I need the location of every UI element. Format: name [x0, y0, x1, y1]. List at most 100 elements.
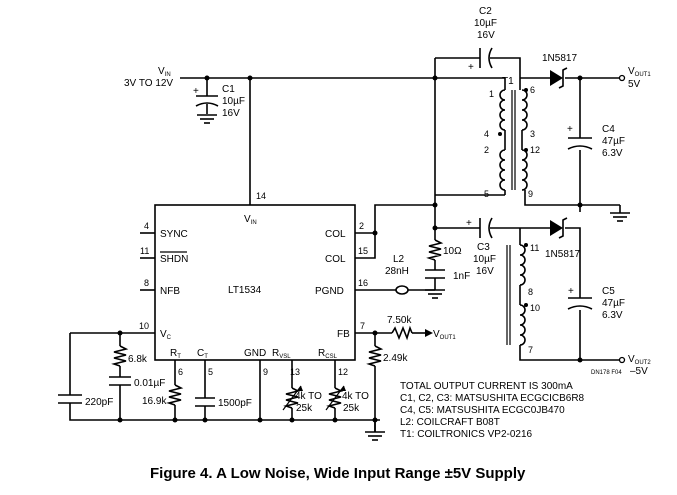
diode-upper: 1N5817 [542, 53, 577, 89]
svg-text:CT: CT [197, 348, 208, 360]
svg-text:5: 5 [208, 367, 213, 377]
figure-caption: Figure 4. A Low Noise, Wide Input Range … [150, 465, 526, 482]
resistor-snubber: 10Ω [426, 239, 462, 261]
resistor-rcsl: 4k TO 25k [325, 385, 369, 414]
svg-text:47µF: 47µF [602, 298, 625, 309]
svg-text:1500pF: 1500pF [218, 398, 252, 409]
capacitor-c1: + C1 10µF 16V [193, 84, 245, 119]
svg-text:7: 7 [360, 321, 365, 331]
svg-text:SYNC: SYNC [160, 229, 188, 240]
vout1-terminal [618, 74, 626, 82]
svg-text:COL: COL [325, 229, 346, 240]
svg-text:11: 11 [530, 243, 539, 253]
svg-text:SHDN: SHDN [160, 254, 188, 265]
junctions [117, 75, 583, 423]
svg-text:16V: 16V [476, 266, 494, 277]
vout2-label: VOUT2 [628, 354, 651, 366]
svg-text:4k TO: 4k TO [295, 391, 322, 402]
svg-text:T1: T1 [502, 76, 514, 87]
svg-text:10µF: 10µF [473, 254, 496, 265]
svg-text:C1: C1 [222, 84, 235, 95]
svg-text:2.49k: 2.49k [383, 353, 408, 364]
svg-text:+: + [468, 62, 474, 73]
svg-text:25k: 25k [343, 403, 360, 414]
svg-text:10: 10 [530, 303, 540, 313]
svg-text:10: 10 [139, 321, 149, 331]
svg-text:9: 9 [528, 189, 533, 199]
svg-text:10µF: 10µF [474, 18, 497, 29]
svg-text:10Ω: 10Ω [443, 246, 462, 257]
capacitor-c2: + C2 10µF 16V [468, 6, 497, 73]
svg-text:4: 4 [144, 221, 149, 231]
svg-text:RCSL: RCSL [318, 348, 338, 360]
capacitor-c4: + C4 47µF 6.3V [567, 124, 625, 159]
svg-text:7: 7 [528, 345, 533, 355]
svg-text:1: 1 [489, 89, 494, 99]
svg-text:25k: 25k [296, 403, 313, 414]
svg-text:C2: C2 [479, 6, 492, 17]
ic-name: LT1534 [228, 285, 262, 296]
svg-text:47µF: 47µF [602, 136, 625, 147]
svg-text:6.3V: 6.3V [602, 310, 623, 321]
capacitor-c3: + C3 10µF 16V [466, 217, 496, 277]
resistor-rt: 16.9k [142, 384, 184, 407]
fb-arrow [425, 329, 433, 337]
resistor-rvsl: 4k TO 25k [282, 385, 322, 414]
wires [69, 57, 621, 432]
svg-text:16.9k: 16.9k [142, 396, 167, 407]
svg-text:VC: VC [160, 329, 172, 341]
capacitor-vc2: 220pF [58, 394, 113, 408]
svg-text:16V: 16V [477, 30, 495, 41]
svg-text:C5: C5 [602, 286, 615, 297]
svg-text:12: 12 [338, 367, 348, 377]
resistor-fb-top: 7.50k [387, 315, 413, 341]
vout2-terminal [618, 356, 626, 364]
transformer-t1: T1 1 6 4 3 2 12 5 9 [484, 76, 540, 199]
svg-text:C4, C5: MATSUSHITA ECGC0JB470: C4, C5: MATSUSHITA ECGC0JB470 [400, 405, 565, 416]
svg-text:28nH: 28nH [385, 266, 409, 277]
capacitor-vc: 0.01µF [109, 376, 165, 389]
svg-text:3: 3 [530, 129, 535, 139]
svg-text:RT: RT [170, 348, 181, 360]
svg-text:+: + [567, 124, 573, 135]
svg-text:C1, C2, C3: MATSUSHITA ECGCICB: C1, C2, C3: MATSUSHITA ECGCICB6R8 [400, 393, 585, 404]
svg-text:+: + [568, 286, 574, 297]
svg-text:11: 11 [140, 246, 149, 256]
svg-text:7.50k: 7.50k [387, 315, 412, 326]
svg-text:L2: COILCRAFT B08T: L2: COILCRAFT B08T [400, 417, 500, 428]
figure-code: DN178 F04 [591, 370, 622, 376]
svg-text:10µF: 10µF [222, 96, 245, 107]
svg-text:VIN: VIN [244, 214, 257, 226]
svg-text:9: 9 [263, 367, 268, 377]
svg-text:PGND: PGND [315, 286, 344, 297]
capacitor-ct: 1500pF [195, 397, 252, 409]
svg-text:8: 8 [144, 278, 149, 288]
svg-text:1nF: 1nF [453, 271, 470, 282]
svg-text:5: 5 [484, 189, 489, 199]
vin-range: 3V TO 12V [124, 78, 173, 89]
svg-text:6.3V: 6.3V [602, 148, 623, 159]
svg-text:4: 4 [484, 129, 489, 139]
ic-pin-labels: VIN 14 SYNC 4 SHDN 11 NFB 8 VC 10 COL 2 … [139, 191, 368, 377]
svg-text:16V: 16V [222, 108, 240, 119]
resistor-fb-bottom: 2.49k [366, 345, 408, 367]
svg-text:TOTAL OUTPUT CURRENT IS 300mA: TOTAL OUTPUT CURRENT IS 300mA [400, 381, 573, 392]
svg-text:1N5817: 1N5817 [542, 53, 577, 64]
svg-text:220pF: 220pF [85, 397, 113, 408]
vout1-label: VOUT1 [628, 66, 651, 78]
svg-text:16: 16 [358, 278, 368, 288]
svg-text:FB: FB [337, 329, 350, 340]
svg-text:12: 12 [530, 145, 540, 155]
svg-text:NFB: NFB [160, 286, 180, 297]
svg-text:RVSL: RVSL [272, 348, 291, 360]
svg-text:8: 8 [528, 287, 533, 297]
svg-text:2: 2 [484, 145, 489, 155]
svg-text:+: + [466, 218, 472, 229]
svg-text:L2: L2 [393, 254, 405, 265]
ic-body [154, 204, 356, 361]
svg-text:14: 14 [256, 191, 266, 201]
ground-symbol-right [610, 212, 630, 222]
capacitor-snubber: 1nF [425, 269, 470, 282]
vout1-value: 5V [628, 79, 641, 90]
